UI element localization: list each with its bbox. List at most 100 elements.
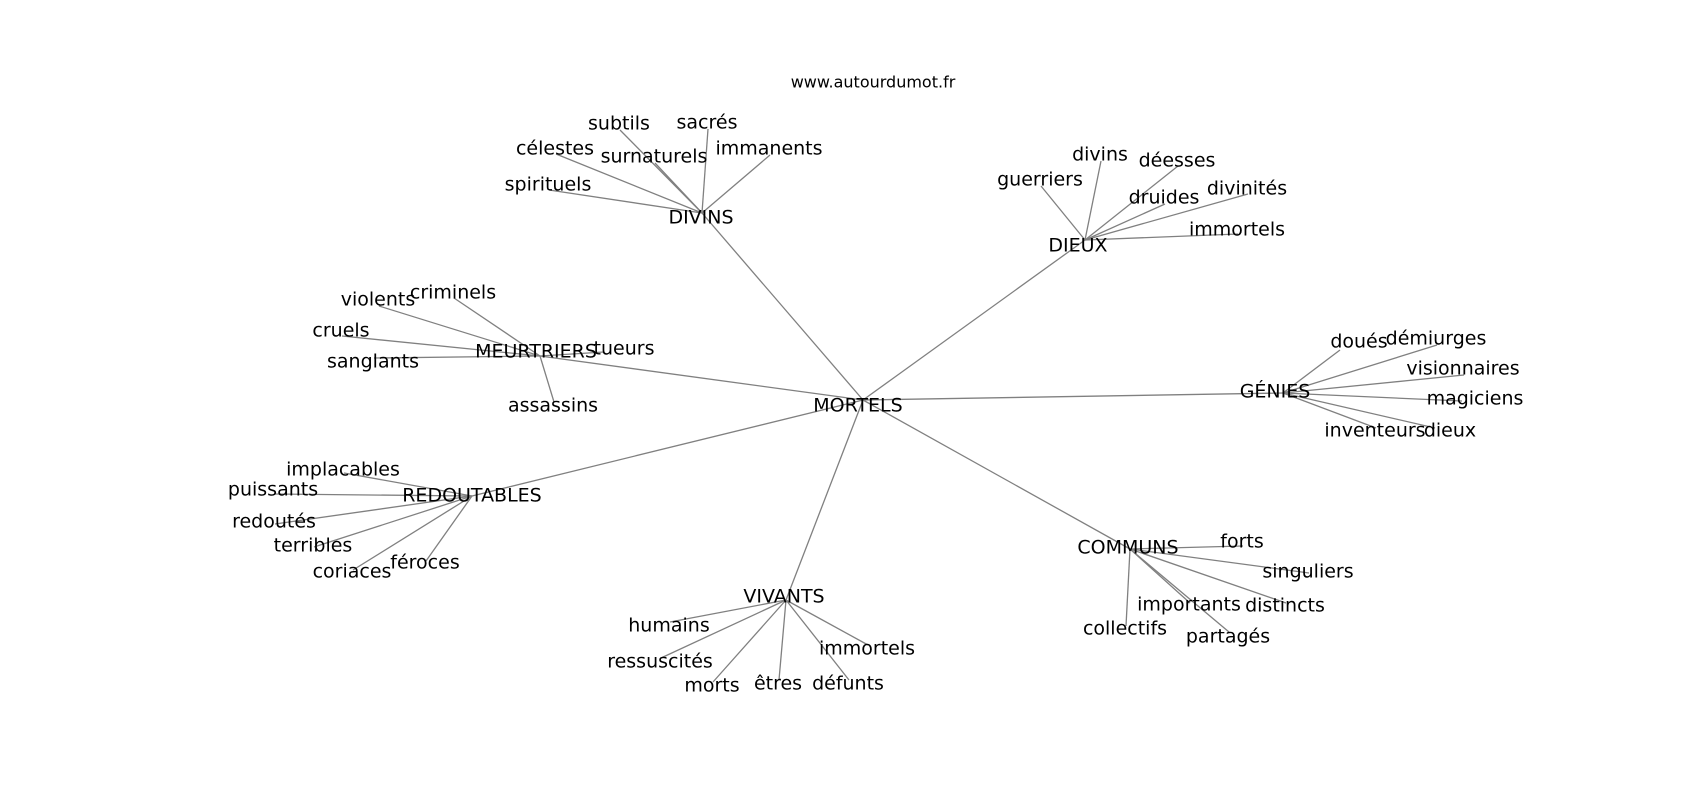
edge-redoutables-2: [274, 495, 473, 525]
leaf-node[interactable]: coriaces: [313, 561, 392, 583]
edge-center-communs: [862, 399, 1131, 550]
edge-communs-4: [1125, 548, 1131, 627]
edge-génies-2: [1282, 374, 1465, 394]
leaf-node[interactable]: terribles: [274, 535, 353, 557]
leaf-node[interactable]: tueurs: [594, 338, 655, 360]
edge-meurtriers-0: [453, 297, 541, 357]
edge-dieux-0: [1084, 160, 1102, 241]
edge-vivants-3: [778, 599, 787, 681]
edge-redoutables-1: [273, 493, 473, 497]
edge-vivants-4: [785, 599, 850, 681]
leaf-node[interactable]: distincts: [1245, 595, 1325, 617]
leaf-node[interactable]: célestes: [516, 138, 594, 160]
edge-vivants-0: [669, 599, 787, 623]
edge-redoutables-3: [313, 495, 473, 548]
leaf-node[interactable]: morts: [684, 675, 739, 697]
edge-génies-1: [1282, 344, 1438, 394]
leaf-node[interactable]: puissants: [228, 479, 318, 501]
edge-divins-4: [701, 154, 771, 214]
leaf-node[interactable]: forts: [1220, 531, 1263, 553]
edge-center-redoutables: [471, 399, 864, 497]
edge-meurtriers-1: [378, 305, 541, 357]
leaf-node[interactable]: implacables: [286, 459, 400, 481]
leaf-node[interactable]: immanents: [715, 138, 822, 160]
edge-center-divins: [701, 212, 864, 401]
edge-meurtriers-4: [539, 351, 605, 357]
hub-node-meurtriers[interactable]: MEURTRIERS: [475, 341, 597, 363]
leaf-node[interactable]: surnaturels: [601, 146, 708, 168]
edges-layer: [273, 128, 1465, 683]
edge-communs-0: [1129, 545, 1244, 550]
leaf-node[interactable]: spirituels: [505, 174, 592, 196]
leaf-node[interactable]: assassins: [508, 395, 598, 417]
edge-génies-4: [1282, 392, 1377, 429]
leaf-node[interactable]: visionnaires: [1406, 358, 1519, 380]
edge-redoutables-4: [352, 495, 473, 571]
edge-divins-1: [701, 128, 709, 214]
leaf-node[interactable]: dieux: [1424, 420, 1476, 442]
leaf-node[interactable]: sanglants: [327, 351, 419, 373]
leaf-node[interactable]: êtres: [754, 673, 802, 695]
edge-center-vivants: [785, 399, 864, 601]
labels-layer: www.autourdumot.fr MORTELS DIVINS subtils…: [228, 73, 1524, 697]
leaf-node[interactable]: défunts: [812, 673, 884, 695]
edge-redoutables-5: [425, 495, 473, 562]
edge-génies-3: [1282, 392, 1463, 402]
edge-center-meurtriers: [539, 355, 864, 401]
leaf-node[interactable]: immortels: [819, 638, 915, 660]
leaf-node[interactable]: redoutés: [232, 511, 316, 533]
edge-vivants-5: [785, 599, 869, 646]
leaf-node[interactable]: sacrés: [677, 112, 738, 134]
leaf-node[interactable]: féroces: [390, 552, 459, 574]
leaf-node[interactable]: humains: [628, 615, 709, 637]
edge-génies-0: [1282, 349, 1341, 394]
leaf-node[interactable]: magiciens: [1427, 388, 1524, 410]
leaf-node[interactable]: collectifs: [1083, 618, 1167, 640]
hub-node-génies[interactable]: GÉNIES: [1240, 380, 1311, 403]
edge-vivants-1: [660, 599, 787, 659]
edge-vivants-2: [712, 599, 787, 683]
leaf-node[interactable]: violents: [341, 289, 416, 311]
leaf-node[interactable]: criminels: [410, 282, 496, 304]
edge-center-génies: [862, 392, 1284, 401]
edge-meurtriers-3: [373, 355, 541, 359]
edge-communs-3: [1129, 548, 1287, 604]
edge-divins-2: [555, 153, 703, 214]
edge-dieux-4: [1084, 193, 1249, 241]
edge-communs-5: [1129, 548, 1230, 633]
edge-redoutables-0: [343, 472, 473, 497]
hub-node-vivants[interactable]: VIVANTS: [743, 586, 824, 608]
edge-divins-3: [654, 162, 703, 214]
edge-meurtriers-5: [539, 355, 555, 403]
center-node-label[interactable]: MORTELS: [813, 395, 902, 417]
edge-dieux-2: [1040, 185, 1086, 241]
hub-node-communs[interactable]: COMMUNS: [1077, 537, 1178, 559]
edge-communs-1: [1129, 548, 1310, 574]
leaf-node[interactable]: démiurges: [1386, 328, 1487, 350]
edge-center-dieux: [862, 239, 1086, 401]
leaf-node[interactable]: inventeurs: [1324, 420, 1425, 442]
edge-dieux-1: [1084, 165, 1179, 241]
leaf-node[interactable]: divinités: [1207, 178, 1287, 200]
hub-node-redoutables[interactable]: REDOUTABLES: [402, 485, 542, 507]
leaf-node[interactable]: divins: [1072, 144, 1128, 166]
hub-node-dieux[interactable]: DIEUX: [1048, 235, 1107, 257]
edge-dieux-3: [1084, 203, 1166, 241]
leaf-node[interactable]: déesses: [1139, 150, 1216, 172]
hub-node-divins[interactable]: DIVINS: [668, 207, 733, 229]
leaf-node[interactable]: ressuscités: [607, 651, 713, 673]
leaf-node[interactable]: importants: [1137, 594, 1241, 616]
leaf-node[interactable]: subtils: [588, 113, 650, 135]
leaf-node[interactable]: partagés: [1186, 626, 1270, 648]
edge-dieux-5: [1084, 233, 1239, 241]
leaf-node[interactable]: guerriers: [997, 169, 1083, 191]
edge-divins-5: [548, 189, 703, 214]
leaf-node[interactable]: immortels: [1189, 219, 1285, 241]
site-url-label[interactable]: www.autourdumot.fr: [791, 73, 956, 92]
leaf-node[interactable]: singuliers: [1262, 561, 1353, 583]
leaf-node[interactable]: cruels: [312, 320, 369, 342]
leaf-node[interactable]: doués: [1330, 331, 1387, 353]
leaf-node[interactable]: druides: [1129, 187, 1200, 209]
edge-génies-5: [1282, 392, 1436, 429]
